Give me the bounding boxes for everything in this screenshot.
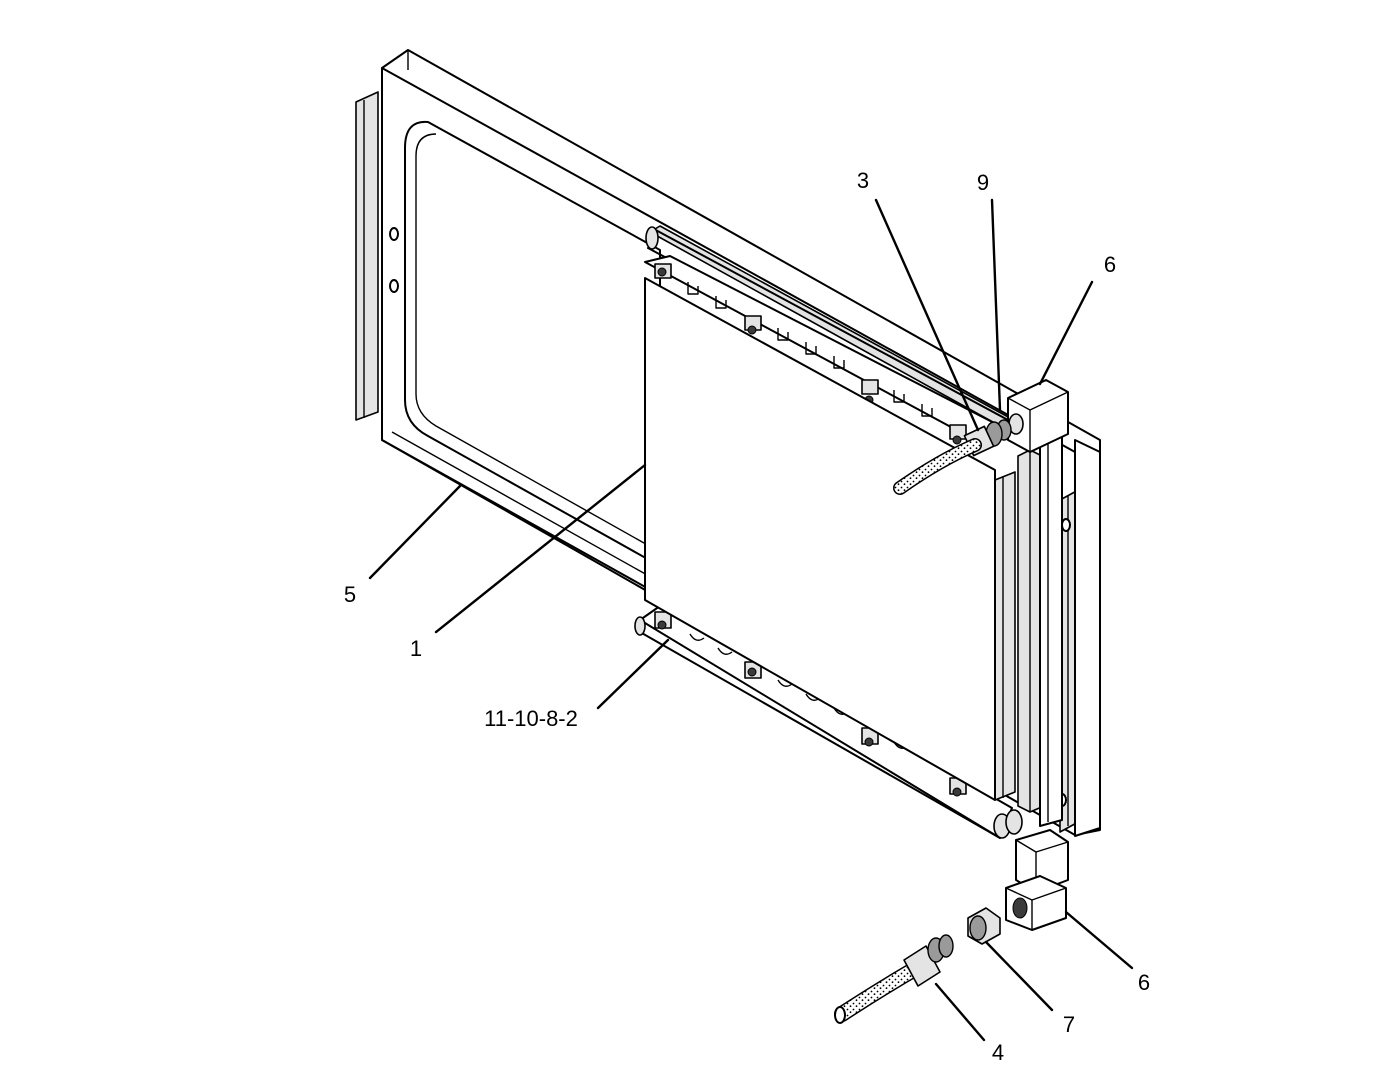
leader-1: [434, 463, 647, 634]
callout-3: 3: [857, 168, 869, 193]
leader-5: [368, 484, 462, 580]
callout-1: 1: [410, 636, 422, 661]
leader-3: [874, 198, 980, 432]
callout-6-top: 6: [1104, 252, 1116, 277]
leader-lines: [368, 198, 1134, 1042]
loose-elbow-fitting: [1005, 875, 1067, 931]
right-manifold-bracket: [1017, 423, 1063, 827]
leader-9: [990, 198, 1002, 412]
callout-7: 7: [1063, 1012, 1075, 1037]
callout-ref: 11-10-8-2: [484, 706, 578, 731]
callout-9: 9: [977, 170, 989, 195]
leader-4: [934, 982, 986, 1042]
leader-7: [984, 940, 1054, 1012]
upper-hose-assembly: [893, 419, 1012, 495]
callout-5: 5: [344, 582, 356, 607]
leader-6-top: [1038, 280, 1094, 386]
plug-fitting: [967, 907, 1001, 945]
callout-6-bottom: 6: [1138, 970, 1150, 995]
callout-labels: 3 9 6 5 1 11-10-8-2 6 7 4: [344, 168, 1150, 1065]
leader-6-bottom: [1064, 910, 1134, 970]
lower-hose-assembly: [834, 934, 954, 1024]
cooler-core: [644, 277, 1016, 801]
leader-ref: [596, 638, 670, 710]
upper-elbow-fitting: [1007, 379, 1069, 453]
callout-4: 4: [992, 1040, 1004, 1065]
